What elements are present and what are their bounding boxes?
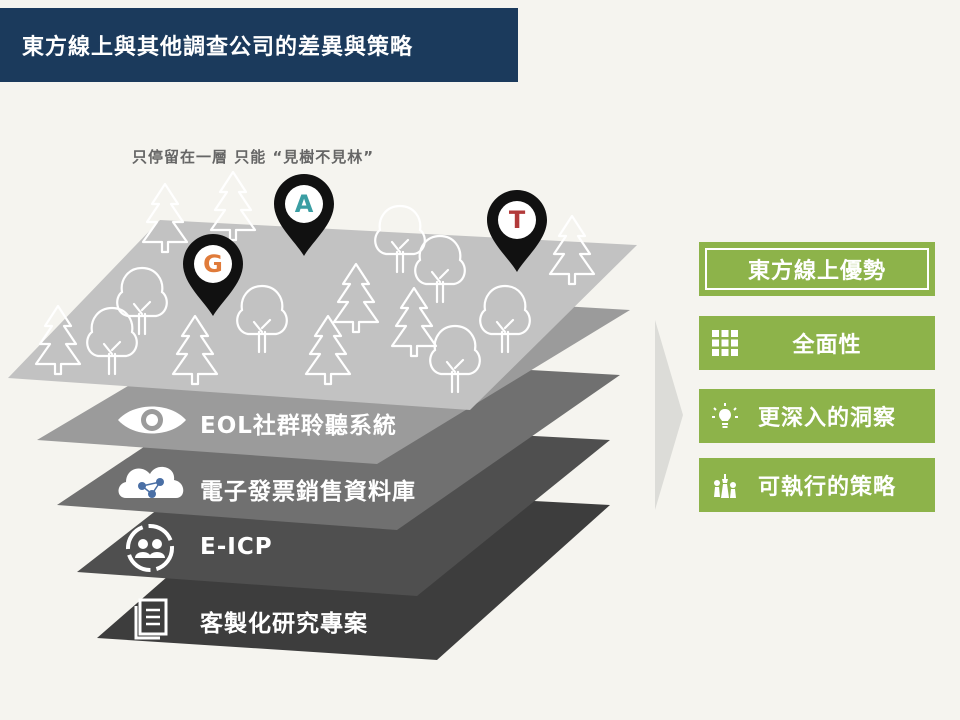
advantage-item-strategy: 可執行的策略	[699, 458, 935, 512]
eye-icon	[118, 406, 186, 434]
advantage-heading-box: 東方線上優勢	[699, 242, 935, 296]
pin-t: T	[487, 190, 547, 272]
layer-label-einvoice: 電子發票銷售資料庫	[200, 479, 416, 505]
cloud-network-icon	[118, 466, 184, 498]
advantage-label-insight: 更深入的洞察	[757, 406, 896, 431]
layer-label-custom: 客製化研究專案	[200, 611, 368, 637]
pin-g: G	[183, 234, 243, 316]
title-bar: 東方線上與其他調查公司的差異與策略	[0, 8, 518, 82]
advantage-heading: 東方線上優勢	[747, 259, 886, 284]
pin-a: A	[274, 174, 334, 256]
caption: 只停留在一層 只能 “見樹不見林”	[132, 148, 375, 166]
chess-pieces-icon	[714, 474, 736, 498]
advantage-item-insight: 更深入的洞察	[699, 389, 935, 443]
lightbulb-icon	[712, 403, 738, 428]
pin-a-letter: A	[295, 190, 314, 218]
people-circle-icon	[126, 524, 174, 572]
pin-t-letter: T	[509, 206, 526, 234]
layer-label-eicp: E-ICP	[200, 534, 273, 560]
arrow-icon	[655, 320, 683, 510]
advantage-label-strategy: 可執行的策略	[757, 475, 896, 500]
advantage-item-comprehensive: 全面性	[699, 316, 935, 370]
grid-icon	[712, 330, 738, 356]
page-title: 東方線上與其他調查公司的差異與策略	[22, 35, 414, 60]
layer-label-eol: EOL社群聆聽系統	[200, 413, 397, 439]
advantage-label-comprehensive: 全面性	[792, 333, 862, 358]
document-icon	[134, 598, 168, 640]
pin-g-letter: G	[203, 250, 223, 278]
